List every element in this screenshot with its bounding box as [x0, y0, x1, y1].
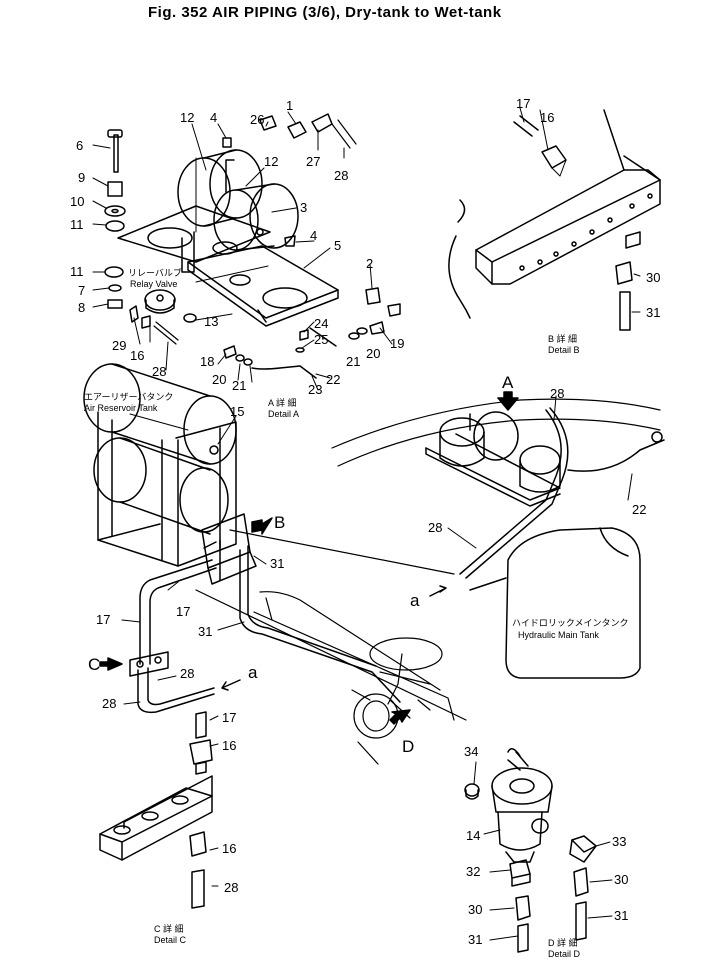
callout-4-right: 4 [310, 228, 317, 243]
view-marker-d: D [402, 737, 414, 756]
callout-12-right: 12 [264, 154, 278, 169]
air-tank-caption-jp: エアーリザーバタンク [84, 392, 173, 402]
callout-31-pipe: 31 [198, 624, 212, 639]
captions: リレーバルブ Relay Valve エアーリザーバタンク Air Reserv… [84, 267, 628, 959]
detail-b-caption-jp: B 詳 細 [548, 333, 577, 344]
callout-2: 2 [366, 256, 373, 271]
callout-3: 3 [300, 200, 307, 215]
callout-30-detail-d-right: 30 [614, 872, 628, 887]
callout-28-detail-c: 28 [224, 880, 238, 895]
callout-31-detail-d-left: 31 [468, 932, 482, 947]
view-marker-a: A [502, 373, 514, 392]
relay-valve [144, 289, 176, 314]
leader-lines [92, 107, 641, 941]
view-marker-a-right: a [410, 591, 420, 610]
callout-15: 15 [230, 404, 244, 419]
detail-c [99, 711, 213, 909]
callout-8: 8 [78, 300, 85, 315]
callout-28-c: 28 [180, 666, 194, 681]
callout-31-bracket: 31 [270, 556, 284, 571]
hyd-tank-caption-en: Hydraulic Main Tank [518, 630, 599, 640]
callout-17-detail-b: 17 [516, 96, 530, 111]
callout-17-left: 17 [96, 612, 110, 627]
callout-18: 18 [200, 354, 214, 369]
arrow-b-icon [251, 517, 273, 535]
callout-5: 5 [334, 238, 341, 253]
callout-17-pipe: 17 [176, 604, 190, 619]
callout-11-bottom: 11 [70, 264, 84, 279]
view-a-arrows [221, 585, 447, 691]
callout-1: 1 [286, 98, 293, 113]
callout-17-detail-c: 17 [222, 710, 236, 725]
arrow-d-icon [389, 709, 411, 725]
relay-valve-caption-en: Relay Valve [130, 279, 177, 289]
detail-a-caption-jp: A 詳 細 [268, 397, 297, 408]
detail-a-caption-en: Detail A [268, 409, 299, 419]
callout-28-overview: 28 [550, 386, 564, 401]
callout-4-top: 4 [210, 110, 217, 125]
callout-16-detail-b: 16 [540, 110, 554, 125]
callout-26: 26 [250, 112, 264, 127]
detail-d-caption-en: Detail D [548, 949, 581, 959]
dry-tank-bracket-assembly [104, 113, 401, 379]
callout-28-relay: 28 [152, 364, 166, 379]
view-marker-a-lower: a [248, 663, 258, 682]
view-arrows [99, 391, 519, 725]
callout-31-detail-d-right: 31 [614, 908, 628, 923]
callout-9: 9 [78, 170, 85, 185]
detail-d [464, 748, 597, 953]
callout-30-detail-b: 30 [646, 270, 660, 285]
main-piping [129, 513, 401, 714]
callout-28-top: 28 [334, 168, 348, 183]
hyd-tank-caption-jp: ハイドロリックメインタンク [512, 618, 628, 628]
part-callouts: 1 2 3 4 4 5 6 7 8 9 10 11 11 12 12 13 14… [70, 96, 660, 947]
callout-14: 14 [466, 828, 480, 843]
detail-b-caption-en: Detail B [548, 345, 580, 355]
callout-21-right: 21 [346, 354, 360, 369]
chassis-outline [195, 529, 467, 765]
callout-23: 23 [308, 382, 322, 397]
detail-d-caption-jp: D 詳 細 [548, 937, 578, 948]
callout-19: 19 [390, 336, 404, 351]
callout-13: 13 [204, 314, 218, 329]
view-markers: A B C D a a [88, 373, 514, 756]
callout-34: 34 [464, 744, 478, 759]
callout-21-left: 21 [232, 378, 246, 393]
arrow-c-icon [99, 657, 123, 671]
detail-a-overview [331, 398, 665, 679]
callout-31-detail-b: 31 [646, 305, 660, 320]
figure-title: Fig. 352 AIR PIPING (3/6), Dry-tank to W… [148, 4, 502, 21]
callout-29: 29 [112, 338, 126, 353]
callout-16-relay: 16 [130, 348, 144, 363]
callout-25: 25 [314, 332, 328, 347]
callout-11-top: 11 [70, 217, 84, 232]
relay-valve-caption-jp: リレーバルブ [128, 267, 182, 278]
view-marker-b: B [274, 513, 285, 532]
callout-20-left: 20 [212, 372, 226, 387]
callout-16-detail-c-bottom: 16 [222, 841, 236, 856]
callout-6: 6 [76, 138, 83, 153]
detail-b [448, 109, 661, 331]
callout-30-detail-d-left: 30 [468, 902, 482, 917]
callout-24: 24 [314, 316, 328, 331]
callout-27: 27 [306, 154, 320, 169]
callout-16-detail-c-top: 16 [222, 738, 236, 753]
callout-22-detail-a: 22 [326, 372, 340, 387]
callout-7: 7 [78, 283, 85, 298]
callout-10: 10 [70, 194, 84, 209]
callout-12-left: 12 [180, 110, 194, 125]
air-reservoir-tank [83, 363, 237, 567]
callout-33: 33 [612, 834, 626, 849]
arrow-a-icon [497, 391, 519, 411]
air-tank-caption-en: Air Reservoir Tank [84, 403, 158, 413]
callout-22-overview: 22 [632, 502, 646, 517]
callout-32: 32 [466, 864, 480, 879]
callout-28-pipe: 28 [428, 520, 442, 535]
detail-c-caption-jp: C 詳 細 [154, 923, 184, 934]
detail-c-caption-en: Detail C [154, 935, 187, 945]
callout-28-left: 28 [102, 696, 116, 711]
callout-20-right: 20 [366, 346, 380, 361]
view-marker-c: C [88, 655, 100, 674]
